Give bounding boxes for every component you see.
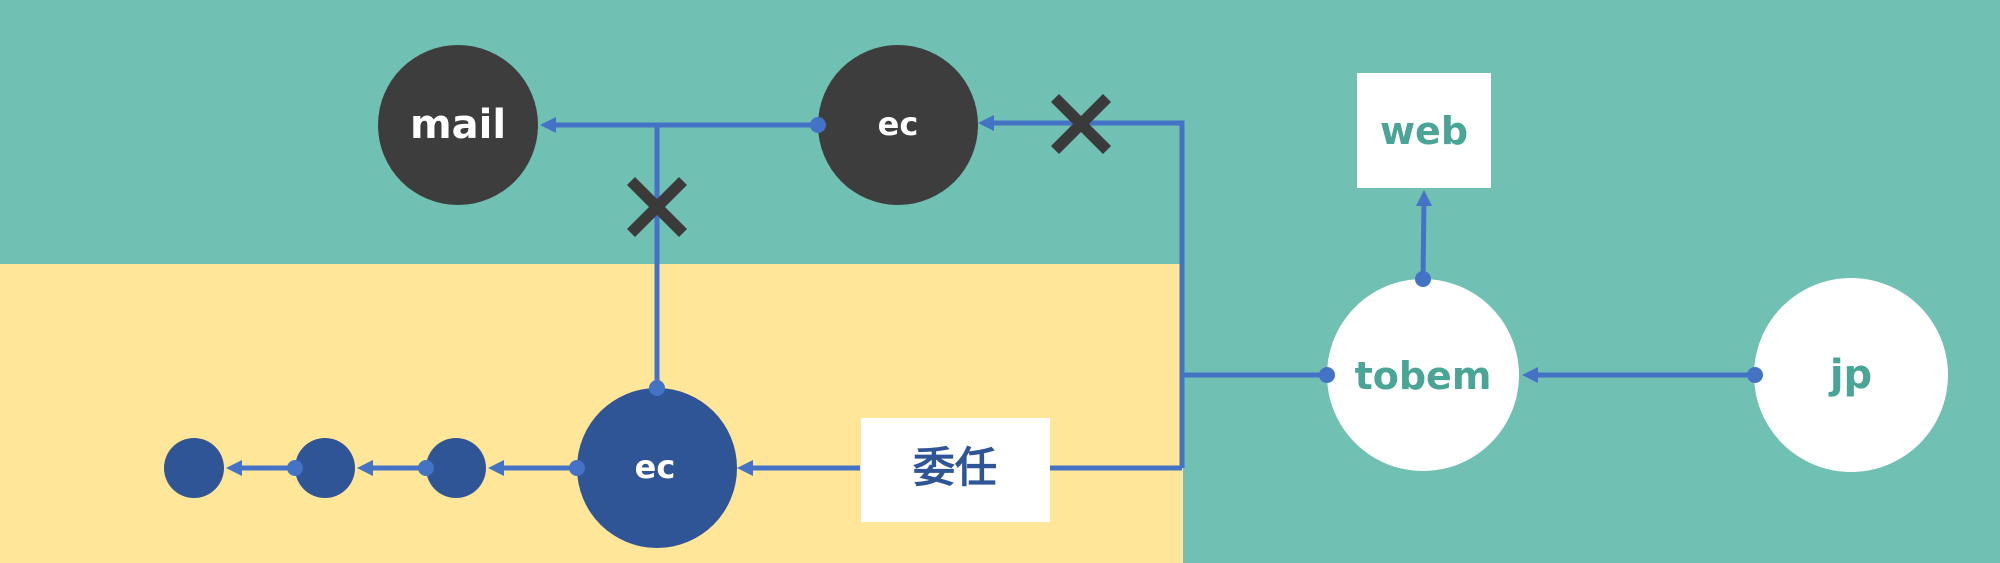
node-delegate[interactable] [861,418,1050,522]
node-ec-top[interactable] [818,45,978,205]
node-tobem-label: tobem [1355,354,1492,398]
node-ec-top-label: ec [878,105,919,143]
edge-web-to-ec [993,120,1185,375]
arrow-head-icon [1416,190,1432,206]
connector-dot-icon [649,380,665,396]
node-jp[interactable] [1754,278,1948,472]
node-chain-2[interactable] [295,438,355,498]
node-chain-1[interactable] [164,438,224,498]
node-web[interactable] [1357,73,1491,188]
connector-dot-icon [1747,367,1763,383]
node-jp-label: jp [1828,352,1872,398]
connector-dots [287,117,1763,476]
arrow-head-icon [357,460,373,476]
connector-dot-icon [569,460,585,476]
connector-dot-icon [1415,271,1431,287]
arrow-head-icon [488,460,504,476]
cross-mark-icon [627,177,687,237]
arrow-head-icon [1522,367,1538,383]
arrow-head-icon [978,115,994,131]
connectors [242,120,1754,471]
edge-tobem-to-web [1420,199,1427,280]
node-tobem[interactable] [1327,279,1519,471]
node-mail-label: mail [410,102,506,148]
connector-dot-icon [418,460,434,476]
node-ec-bottom[interactable] [577,388,737,548]
arrow-head-icon [226,460,242,476]
node-delegate-label: 委任 [913,443,997,492]
node-ec-bottom-label: ec [635,448,676,486]
node-web-label: web [1380,109,1468,153]
cross-mark-icon [1051,94,1111,154]
arrow-head-icon [737,460,753,476]
connector-dot-icon [810,117,826,133]
node-chain-3[interactable] [426,438,486,498]
node-mail[interactable] [378,45,538,205]
connector-dot-icon [1319,367,1335,383]
connector-dot-icon [287,460,303,476]
arrow-heads [226,115,1538,476]
arrow-head-icon [540,117,556,133]
